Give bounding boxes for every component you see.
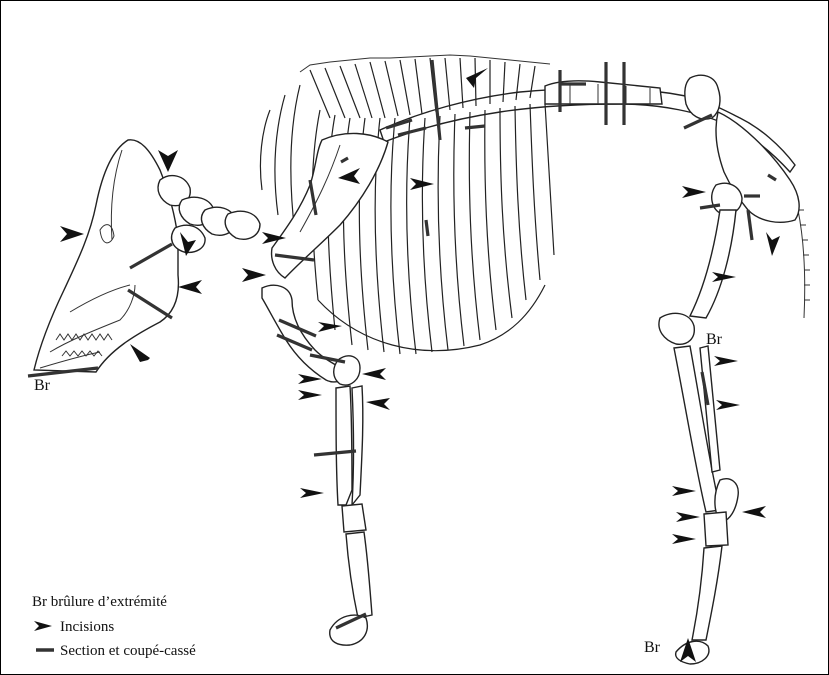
arrowhead-icon (60, 226, 84, 242)
arrowhead-icon (300, 488, 324, 498)
legend-section: Section et coupé-cassé (60, 643, 196, 659)
br-label-knee: Br (706, 331, 723, 348)
skull (34, 140, 178, 372)
forelimb (262, 133, 388, 645)
arrowhead-icon (742, 506, 766, 518)
arrowhead-icon (672, 486, 696, 496)
arrowhead-icon (716, 400, 740, 410)
arrowhead-icon (366, 398, 390, 410)
arrowhead-icon (318, 322, 342, 332)
arrowhead-icon (178, 280, 202, 294)
arrowhead-icon (714, 356, 738, 366)
legend-br: Br brûlure d’extrémité (32, 594, 167, 610)
arrowhead-icon (298, 390, 322, 400)
arrowhead-icon (466, 68, 488, 88)
br-label-jaw: Br (34, 377, 51, 394)
arrowhead-icon (676, 512, 700, 522)
legend: Br brûlure d’extrémité Incisions Section… (32, 594, 196, 659)
arrowhead-icon (34, 621, 52, 631)
hindlimb (659, 75, 799, 664)
legend-incisions: Incisions (60, 619, 114, 635)
arrowhead-icon (682, 186, 706, 198)
incision-markers (60, 68, 780, 662)
arrowhead-icon (130, 344, 150, 362)
arrowhead-icon (362, 368, 386, 380)
arrowhead-icon (158, 150, 178, 172)
arrowhead-icon (242, 268, 266, 282)
arrowhead-icon (672, 534, 696, 544)
br-label-hoof: Br (644, 639, 661, 656)
arrowhead-icon (766, 232, 780, 256)
